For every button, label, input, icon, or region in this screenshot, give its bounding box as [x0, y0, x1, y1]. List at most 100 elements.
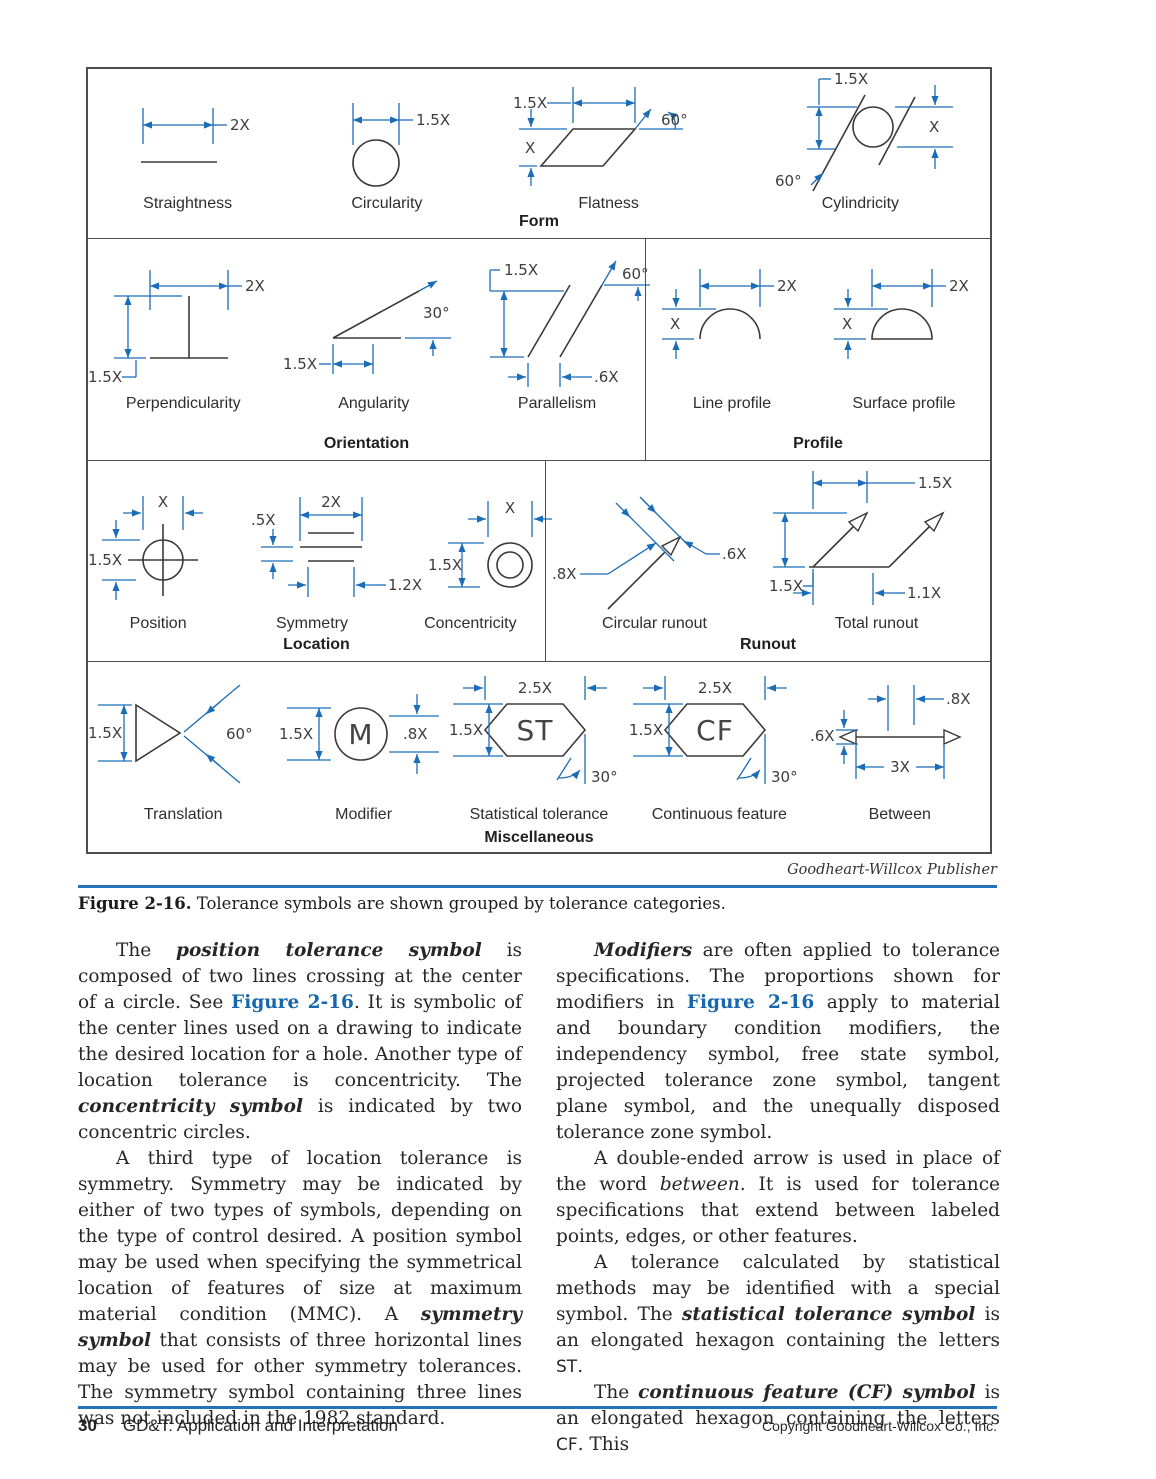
dim-label: 1.5X: [629, 721, 663, 739]
orientation-cell: 2X 1.5X: [88, 239, 650, 460]
book-title: GD&T: Application and Interpretation: [122, 1416, 398, 1435]
orientation-profile-row: 2X 1.5X: [88, 238, 990, 460]
dim-label: .8X: [946, 690, 971, 708]
dim-label: 1.5X: [918, 474, 952, 492]
miscellaneous-row: 1.5X 60° M 1.5X: [88, 661, 990, 854]
parallelism-symbol: 1.5X .6X 60°: [489, 260, 650, 387]
symbol-label: Modifier: [335, 806, 393, 823]
concentricity-item: X 1.5X: [428, 493, 593, 613]
position-item: X 1.5X: [88, 488, 243, 613]
modifier-symbol: M 1.5X .8X: [279, 693, 439, 774]
dim-label: 1.2X: [388, 576, 422, 594]
circularity-item: 1.5X: [312, 93, 462, 193]
dim-label: 1.5X: [513, 94, 547, 112]
dim-label: .8X: [552, 565, 577, 583]
section-title-location: Location: [283, 636, 350, 653]
symbol-label: Flatness: [578, 195, 639, 212]
circular-runout-item: .8X .6X: [552, 463, 757, 613]
dim-label: 1.1X: [907, 584, 941, 602]
figure-reference: Figure 2-16: [686, 992, 815, 1013]
between-symbol: .8X .6X 3X: [810, 685, 971, 779]
symbol-label: Symmetry: [275, 615, 348, 632]
perpendicularity-item: 2X 1.5X: [88, 258, 283, 393]
paragraph: The continuous feature (CF) symbol is an…: [556, 1382, 1000, 1455]
dim-label: X: [158, 493, 168, 511]
figure-caption: Figure 2-16. Tolerance symbols are shown…: [78, 894, 997, 913]
cylindricity-item: 1.5X X 60°: [755, 69, 965, 193]
surface-profile-symbol: 2X X: [833, 268, 969, 359]
runout-cell: .8X .6X: [545, 461, 990, 661]
dim-label: 1.5X: [88, 724, 122, 742]
circular-runout-symbol: .8X .6X: [552, 496, 747, 610]
straightness-item: 2X: [113, 98, 263, 193]
dim-label: 1.5X: [88, 551, 122, 569]
symbol-label: Parallelism: [517, 395, 597, 412]
between-item: .8X .6X 3X: [810, 675, 990, 795]
symbol-label: Continuous feature: [651, 806, 787, 823]
location-cell: X 1.5X: [88, 461, 552, 661]
body-column-left: The position tolerance symbol is compose…: [78, 938, 522, 1432]
section-title-orientation: Orientation: [323, 435, 410, 452]
dim-label: 30°: [591, 768, 618, 786]
statistical-tolerance-symbol: ST 2.5X 1.5X 30°: [449, 675, 618, 786]
dim-label: 1.5X: [416, 111, 450, 129]
statistical-tolerance-item: ST 2.5X 1.5X 30°: [449, 668, 629, 803]
symbol-label: Surface profile: [852, 395, 956, 412]
paragraph: A third type of location tolerance is sy…: [78, 1148, 522, 1429]
page-number: 30: [78, 1416, 97, 1435]
dim-label: 2.5X: [698, 679, 732, 697]
continuous-feature-item: CF 2.5X 1.5X 30°: [629, 668, 809, 803]
dim-label: .6X: [810, 727, 835, 745]
symbol-label: Line profile: [692, 395, 772, 412]
profile-cell: 2X X: [645, 239, 990, 460]
dim-label: 2X: [777, 277, 797, 295]
dim-label: 1.5X: [279, 725, 313, 743]
dim-label: 2X: [321, 493, 341, 511]
dim-label: 1.5X: [504, 261, 538, 279]
section-title-form: Form: [519, 213, 559, 230]
st-letters: ST: [517, 714, 554, 747]
dim-label: .8X: [403, 725, 428, 743]
dim-label: 30°: [771, 768, 798, 786]
caption-rule: [78, 885, 997, 888]
dim-label: 60°: [775, 172, 802, 190]
dim-label: .5X: [251, 511, 276, 529]
modifier-letter: M: [348, 718, 373, 751]
section-title-miscellaneous: Miscellaneous: [484, 829, 594, 846]
paragraph: The position tolerance symbol is compose…: [78, 940, 523, 1143]
dim-label: X: [505, 499, 515, 517]
symbol-label: Total runout: [834, 615, 919, 632]
dim-label: 60°: [661, 111, 688, 129]
dim-label: .6X: [722, 545, 747, 563]
paragraph: A double-ended arrow is used in place of…: [556, 1148, 1001, 1247]
line-profile-symbol: 2X X: [661, 268, 797, 359]
dim-label: 2X: [949, 277, 969, 295]
dim-label: 2X: [245, 277, 265, 295]
dim-label: 3X: [890, 758, 910, 776]
figure-attribution: Goodheart-Willcox Publisher: [787, 862, 997, 878]
symbol-label: Circular runout: [602, 615, 707, 632]
concentricity-symbol: X 1.5X: [428, 499, 552, 588]
symmetry-symbol: 2X .5X 1.2X: [251, 493, 422, 597]
continuous-feature-symbol: CF 2.5X 1.5X 30°: [629, 675, 798, 786]
footer-rule: [78, 1406, 997, 1409]
dim-label: .6X: [594, 368, 619, 386]
figure-2-16: 2X 1.5X: [86, 67, 992, 854]
dim-label: X: [525, 139, 535, 157]
section-title-runout: Runout: [740, 636, 796, 653]
dim-label: 2.5X: [518, 679, 552, 697]
dim-label: 2X: [230, 116, 250, 134]
dim-label: X: [929, 118, 939, 136]
translation-item: 1.5X 60°: [88, 675, 278, 795]
angularity-symbol: 30° 1.5X: [283, 280, 451, 374]
dim-label: 1.5X: [283, 355, 317, 373]
cf-letters: CF: [697, 714, 735, 747]
dim-label: 30°: [423, 304, 450, 322]
symbol-label: Translation: [143, 806, 223, 823]
dim-label: 60°: [622, 265, 649, 283]
straightness-symbol: 2X: [140, 108, 250, 163]
paragraph: Modifiers are often applied to tolerance…: [556, 940, 1000, 1143]
cylindricity-symbol: 1.5X X 60°: [775, 70, 954, 192]
page-footer: 30 GD&T: Application and Interpretation …: [78, 1416, 997, 1436]
